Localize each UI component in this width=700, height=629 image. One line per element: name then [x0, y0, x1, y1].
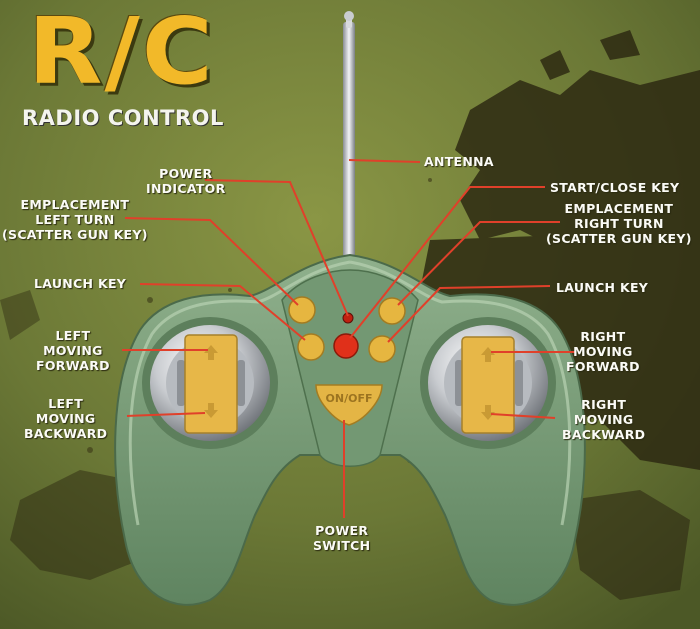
label-line: RIGHT [581, 397, 627, 412]
leader-right-backward [490, 413, 556, 419]
label-line: POWER [315, 523, 369, 538]
label-right-moving-backward: RIGHT MOVING BACKWARD [562, 397, 645, 442]
label-line: RIGHT TURN [574, 216, 664, 231]
label-power-indicator: POWER INDICATOR [146, 166, 226, 196]
label-left-moving-forward: LEFT MOVING FORWARD [36, 328, 110, 373]
label-antenna-text: ANTENNA [424, 154, 494, 169]
right-stick-lever[interactable] [461, 336, 515, 434]
power-switch-text: ON/OFF [326, 392, 373, 405]
label-line: (SCATTER GUN KEY) [2, 227, 148, 242]
leader-launch-right [387, 285, 551, 343]
label-line: POWER [159, 166, 213, 181]
leader-emplacement-right [397, 221, 560, 306]
leader-antenna [348, 159, 421, 163]
label-line: LEFT TURN [35, 212, 115, 227]
label-line: FORWARD [36, 358, 110, 373]
start-close-button[interactable] [333, 333, 359, 359]
leader-lines [122, 159, 575, 518]
power-switch[interactable] [315, 384, 383, 426]
label-power-switch: POWER SWITCH [313, 523, 370, 553]
label-line: BACKWARD [24, 426, 108, 441]
leader-power-indicator [204, 179, 349, 317]
down-arrow-icon [481, 405, 495, 420]
label-emplacement-left-turn: EMPLACEMENT LEFT TURN (SCATTER GUN KEY) [2, 197, 148, 242]
left-stick-lever[interactable] [184, 334, 238, 434]
label-line: START/CLOSE KEY [550, 180, 680, 195]
label-line: LAUNCH KEY [34, 276, 127, 291]
leader-emplacement-left [124, 217, 299, 306]
launch-key-right-button[interactable] [368, 335, 396, 363]
label-line: BACKWARD [562, 427, 646, 442]
label-line: MOVING [43, 343, 103, 358]
label-emplacement-right-turn: EMPLACEMENT RIGHT TURN (SCATTER GUN KEY) [546, 201, 692, 246]
subtitle: RADIO CONTROL [22, 106, 224, 130]
up-arrow-icon [204, 345, 218, 360]
label-line: FORWARD [566, 359, 640, 374]
label-launch-key-right: LAUNCH KEY [556, 280, 648, 295]
label-line: INDICATOR [146, 181, 226, 196]
label-line: LAUNCH KEY [556, 280, 649, 295]
label-start-close-key: START/CLOSE KEY [550, 180, 679, 195]
label-right-moving-forward: RIGHT MOVING FORWARD [566, 329, 640, 374]
antenna [343, 11, 355, 262]
leader-start-close [349, 186, 545, 339]
label-line: MOVING [573, 344, 633, 359]
label-line: (SCATTER GUN KEY) [546, 231, 692, 246]
label-line: EMPLACEMENT [20, 197, 130, 212]
label-line: LEFT [48, 396, 84, 411]
leader-launch-left [139, 283, 306, 341]
label-launch-key-left: LAUNCH KEY [34, 276, 126, 291]
label-line: RIGHT [580, 329, 626, 344]
label-line: EMPLACEMENT [564, 201, 674, 216]
title: R/C [28, 0, 215, 105]
up-arrow-icon [481, 347, 495, 362]
label-line: MOVING [573, 412, 634, 427]
label-antenna: ANTENNA [424, 154, 494, 169]
leader-left-backward [126, 412, 206, 417]
label-line: MOVING [35, 411, 96, 426]
power-indicator-light [342, 312, 354, 324]
label-left-moving-backward: LEFT MOVING BACKWARD [24, 396, 107, 441]
label-line: SWITCH [313, 538, 371, 553]
label-line: LEFT [55, 328, 91, 343]
down-arrow-icon [204, 403, 218, 418]
